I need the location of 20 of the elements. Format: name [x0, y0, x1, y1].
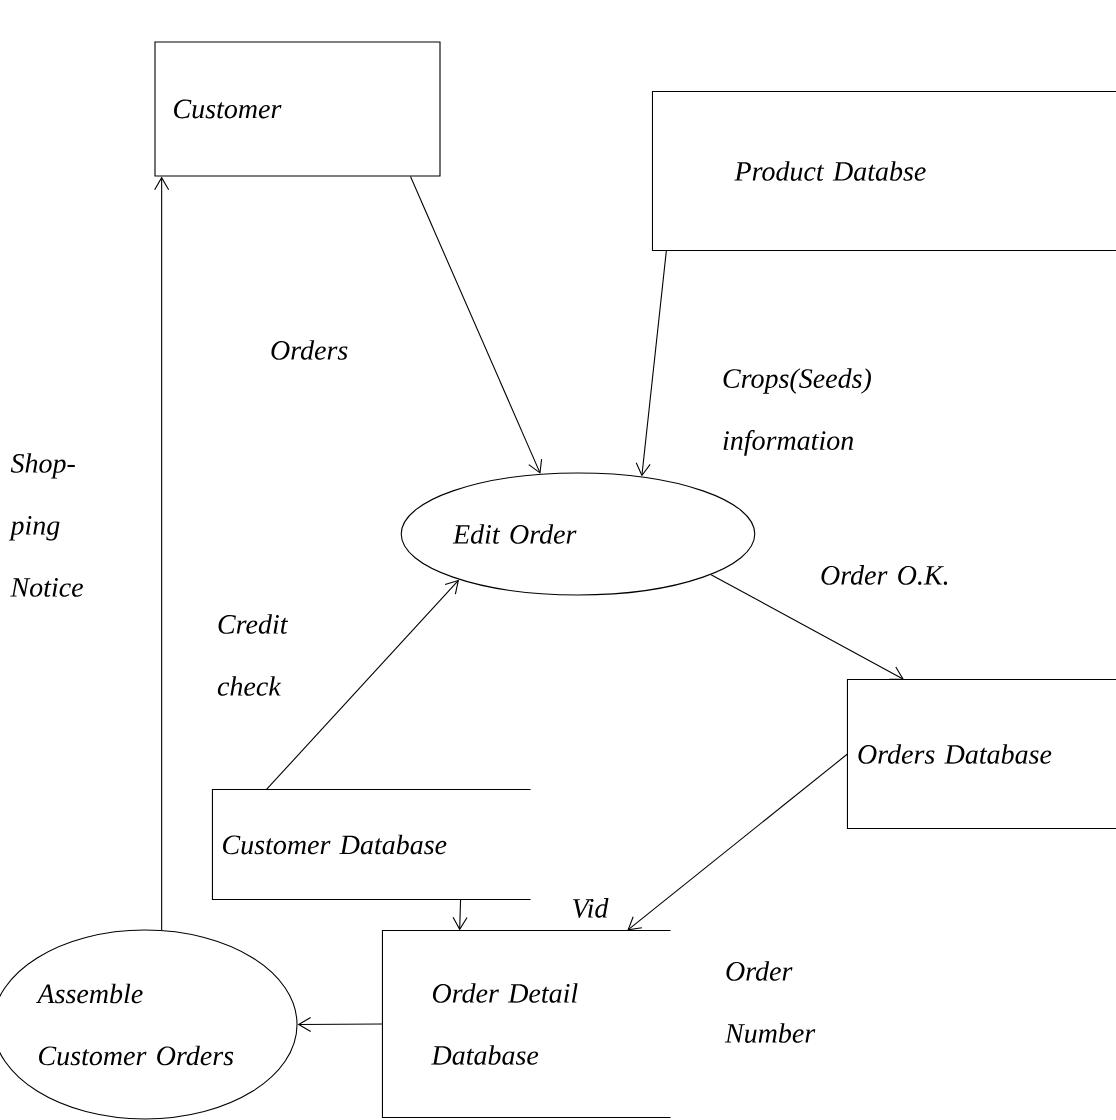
edge-label: Order Number	[724, 961, 816, 1043]
data-store: Order Detail Database	[381, 929, 672, 1119]
arrow	[409, 176, 543, 474]
data-store: Orders Database	[846, 678, 1116, 830]
arrow	[635, 250, 667, 477]
arrow	[452, 899, 468, 931]
arrow	[710, 574, 904, 680]
edge-label: Shop- ping Notice	[8, 453, 83, 597]
edge-label: Order O.K.	[821, 565, 948, 585]
data-store: Product Databse	[651, 90, 1116, 252]
arrow	[297, 1016, 383, 1032]
arrow	[154, 176, 170, 931]
edge-label: Credit check	[217, 614, 289, 696]
arrow	[627, 753, 848, 931]
edge-label: Orders	[271, 340, 348, 360]
entity-box: Customer	[154, 41, 441, 177]
arrow	[265, 579, 460, 790]
data-store: Customer Database	[211, 788, 532, 901]
edge-label: Crops(Seeds) information	[723, 368, 871, 456]
label: Vid	[573, 898, 609, 918]
